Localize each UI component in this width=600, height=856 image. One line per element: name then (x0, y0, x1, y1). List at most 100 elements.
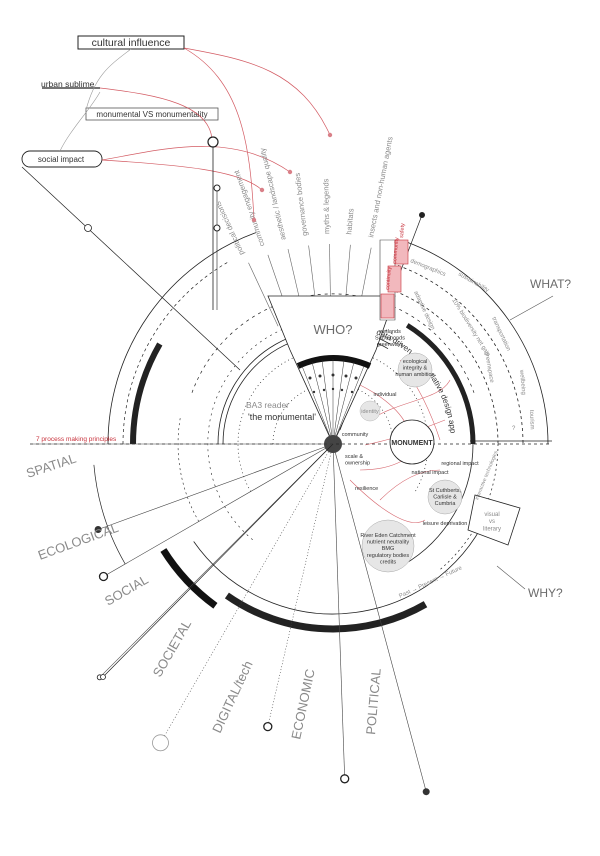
arc-what-dashed-2 (397, 265, 524, 445)
arc-left-dashed (177, 417, 200, 522)
social-impact-pill (21, 150, 103, 168)
ecological-bubble (397, 352, 433, 388)
who-dots (308, 373, 358, 394)
fan-label-2: aesthetic / landscape quality (258, 147, 288, 241)
node-social (84, 224, 92, 232)
why-pointer (496, 565, 526, 590)
reader-label: BA3 reader (246, 400, 289, 410)
fan-label-5: habitats (344, 208, 355, 235)
red-item-1: community (392, 237, 400, 264)
what-item-1: sustainability (457, 272, 490, 294)
ray-right (332, 443, 427, 792)
who-wedge-shape (267, 295, 396, 445)
concentric-arcs (93, 232, 549, 633)
connector-urban (99, 87, 213, 141)
monument-label: MONUMENT (391, 440, 433, 447)
connector-social (101, 146, 291, 173)
red-cell-2 (387, 265, 402, 293)
connector-myths (183, 47, 331, 136)
red-connectors (99, 47, 331, 221)
monumental-label: 'the monumental' (248, 412, 316, 422)
arc-what-outer (406, 241, 549, 445)
scale-text: scale &ownership (345, 454, 370, 467)
who-rays (301, 359, 365, 445)
ray-digital (160, 443, 334, 743)
arc-spatial-dashed (122, 261, 229, 445)
tech-text: interactive technologies (474, 450, 499, 501)
social-diagonal (21, 166, 241, 371)
node-urban (207, 136, 219, 148)
fan-label-3: governance bodies (293, 172, 310, 236)
ray-long-sw-dot (100, 674, 106, 680)
ray-societal (99, 443, 334, 678)
arc-thick-societal (160, 548, 218, 609)
what-item-7: tourism (528, 410, 535, 430)
identity-text: identity (361, 409, 379, 415)
arc-thick-what (405, 323, 476, 445)
what-item-0: demographics (409, 258, 446, 278)
category-economic: ECONOMIC (288, 668, 318, 741)
ray-social (103, 443, 334, 577)
arc-spatial-outer (107, 232, 257, 445)
ray-economic-dot (263, 721, 273, 732)
monumental-vs-box (85, 107, 219, 121)
process-principles-label: 7 process making principles (36, 436, 117, 443)
fan-dot-0 (251, 217, 257, 223)
arc-bottom-thin (193, 501, 494, 615)
ray-ecological-dot (94, 526, 102, 533)
ray-digital-dot (152, 734, 169, 752)
fan-label-6: insects and non-human agents (366, 136, 394, 239)
category-digital-tech: DIGITAL/tech (209, 658, 255, 735)
monumental-vs-label: monumental VS monumentality (96, 110, 207, 119)
cultural-influence-label: cultural influence (92, 37, 171, 49)
resilience-text: resilience (355, 486, 378, 492)
why-label: WHY? (528, 586, 563, 600)
ray-right-dot (422, 788, 430, 796)
what-item-4: transportation (490, 316, 511, 352)
social-impact-label: social impact (38, 155, 85, 164)
ray-political (332, 443, 345, 779)
ray-economic (267, 443, 334, 727)
identity-bubble (359, 400, 381, 422)
leisure-text: leisure deprivation (423, 521, 468, 527)
what-item-6: wellbeing (518, 369, 526, 395)
arc-inner-dotted (272, 383, 394, 445)
category-spatial: SPATIAL (24, 451, 78, 481)
what-item-8: ? (512, 426, 516, 432)
red-cell-3 (394, 239, 409, 265)
timeline-text: Past → Present → Future (398, 565, 463, 600)
fan-label-4: myths & legends (321, 178, 331, 234)
category-ecological: ECOLOGICAL (36, 520, 121, 563)
red-item-0: continuity (385, 266, 393, 290)
monument-circle (389, 419, 435, 465)
grey-connectors (59, 48, 132, 152)
who-label: WHO? (314, 322, 353, 337)
connector-political (183, 47, 255, 221)
node-small (213, 184, 221, 192)
fan-dot-2 (287, 169, 293, 175)
why-box (467, 494, 521, 546)
urban-sublime-label: urban sublime (41, 79, 95, 89)
node-small-2 (213, 224, 221, 232)
category-social: SOCIAL (102, 572, 151, 609)
ray-long-sw (102, 443, 334, 678)
ray-ecological (97, 443, 334, 530)
ray-political-dot (340, 774, 350, 784)
what-item-5: greenspace (483, 351, 494, 384)
category-political: POLITICAL (363, 668, 384, 736)
arc-thick-spatial (130, 342, 163, 445)
red-item-2: safety (399, 223, 406, 238)
ray-social-dot (98, 571, 109, 582)
fan-line-0 (248, 262, 279, 327)
connector-grey-2 (59, 91, 101, 152)
arc-why-1 (402, 443, 474, 566)
what-label: WHAT? (530, 277, 571, 291)
what-pointer (509, 295, 554, 321)
